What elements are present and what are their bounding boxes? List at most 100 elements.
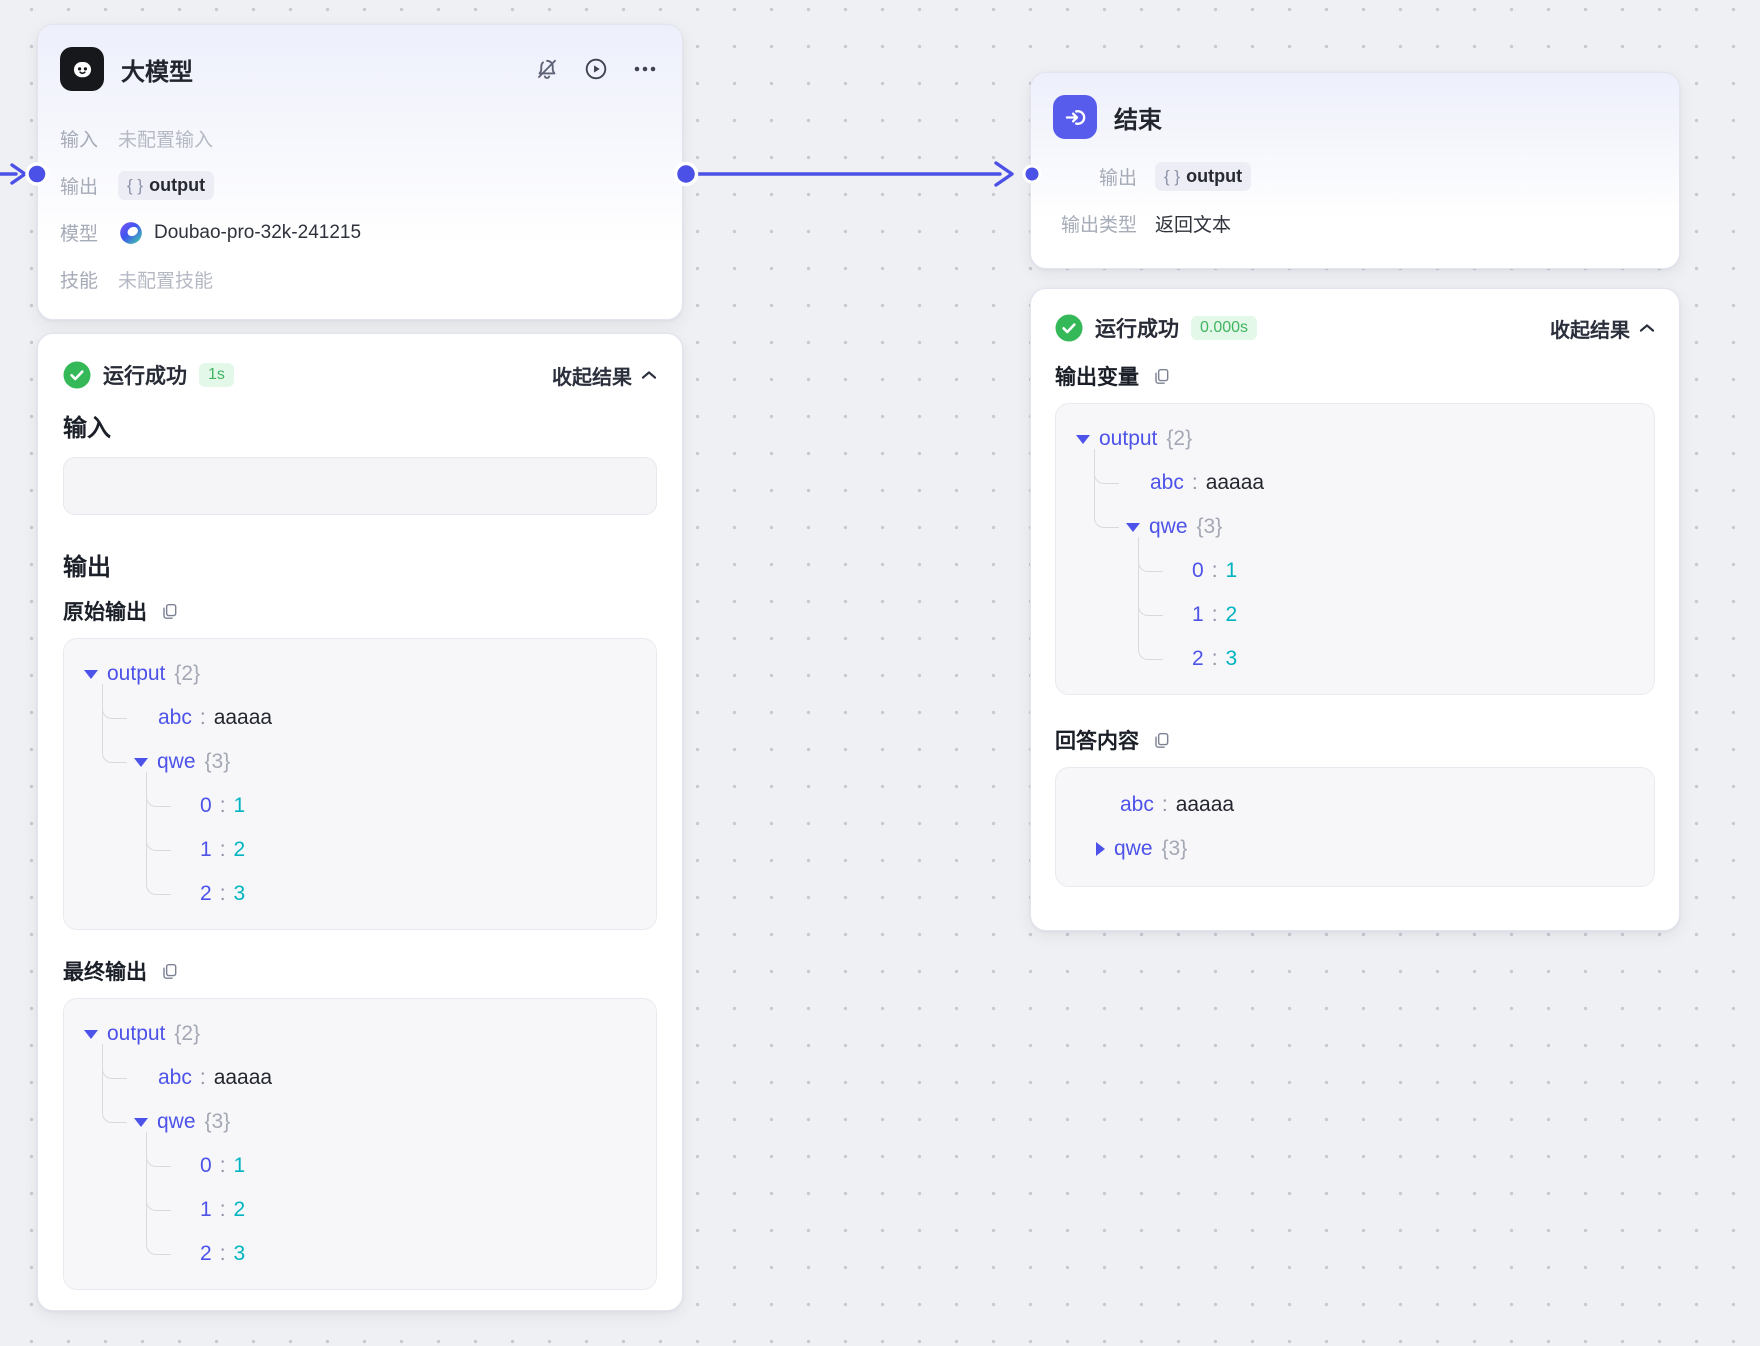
- tree-row: qwe{3}: [84, 728, 636, 784]
- more-actions-button[interactable]: [632, 56, 658, 82]
- tree-key: 2: [1192, 647, 1204, 670]
- tree-key: abc: [1150, 471, 1184, 494]
- output-variables-label: 输出变量: [1055, 366, 1139, 389]
- tree-separator: :: [219, 1198, 226, 1221]
- caret-down-icon[interactable]: [134, 757, 148, 767]
- success-icon: [63, 361, 91, 389]
- tree-value: 2: [1225, 603, 1238, 626]
- tree-key: 0: [200, 794, 212, 817]
- copy-answer-content-button[interactable]: [1152, 731, 1171, 750]
- end-result-header: 运行成功 0.000s 收起结果: [1055, 311, 1655, 345]
- node-row: 输出类型返回文本: [1031, 200, 1679, 247]
- tree-row: 1:2: [84, 1176, 636, 1234]
- copy-icon: [163, 963, 177, 979]
- doubao-model-icon: [118, 220, 144, 246]
- ellipsis-icon: [634, 66, 656, 72]
- caret-down-icon[interactable]: [1076, 434, 1090, 444]
- tree-value: aaaaa: [1205, 471, 1265, 494]
- llm-run-result-panel: 运行成功 1s 收起结果 输入 输出 原始输出 output{2}abc:aaa…: [37, 333, 683, 1311]
- tree-separator: :: [1161, 793, 1168, 816]
- chevron-up-icon: [1639, 324, 1655, 332]
- bell-off-button[interactable]: [534, 56, 560, 82]
- tree-value: 3: [233, 882, 246, 905]
- tree-key: output: [107, 1022, 166, 1045]
- edge-llm-to-end-arrowhead: [994, 161, 1014, 187]
- tree-key: 2: [200, 1242, 212, 1265]
- edge-incoming-arrowhead: [10, 163, 27, 185]
- run-input-field[interactable]: [63, 457, 657, 515]
- run-node-button[interactable]: [583, 56, 609, 82]
- caret-down-icon[interactable]: [84, 669, 98, 679]
- node-row-value: 未配置输入: [118, 130, 214, 151]
- collapse-label: 收起结果: [552, 366, 632, 389]
- tree-row: 0:1: [84, 1132, 636, 1190]
- tree-count-badge: {2}: [174, 662, 201, 685]
- status-text: 运行成功: [103, 365, 187, 388]
- node-row-label: 输入: [60, 130, 99, 151]
- node-row-value: 返回文本: [1155, 215, 1232, 236]
- tree-value: 2: [233, 838, 246, 861]
- tree-row: abc:aaaaa: [84, 684, 636, 742]
- input-heading: 输入: [63, 415, 111, 442]
- tree-separator: :: [219, 838, 226, 861]
- tree-row: 2:3: [1076, 625, 1634, 681]
- badge-text: output: [149, 175, 206, 195]
- tree-key: 1: [200, 838, 212, 861]
- tree-key: output: [1099, 427, 1158, 450]
- braces-icon: { }: [1164, 166, 1181, 186]
- end-node-title: 结束: [1114, 106, 1162, 134]
- tree-key: 0: [1192, 559, 1204, 582]
- tree-value: 3: [1225, 647, 1238, 670]
- node-row: 输入未配置输入: [38, 115, 682, 162]
- collapse-results-button[interactable]: 收起结果: [552, 361, 657, 390]
- tree-row: qwe{3}: [1076, 493, 1634, 549]
- end-node[interactable]: 结束 输出 { }output 输出类型返回文本: [1030, 72, 1680, 269]
- tree-row: abc:aaaaa: [84, 1044, 636, 1102]
- copy-final-output-button[interactable]: [160, 962, 179, 981]
- collapse-results-button[interactable]: 收起结果: [1550, 314, 1655, 343]
- caret-right-icon[interactable]: [1096, 842, 1105, 856]
- output-variable-badge[interactable]: { } output: [118, 171, 215, 200]
- output-variable-badge[interactable]: { }output: [1155, 162, 1252, 191]
- tree-separator: :: [199, 1066, 206, 1089]
- tree-key: abc: [158, 706, 192, 729]
- copy-icon: [1155, 368, 1169, 384]
- copy-raw-output-button[interactable]: [160, 602, 179, 621]
- raw-output-label: 原始输出: [63, 601, 147, 624]
- duration-badge: 1s: [199, 363, 234, 387]
- caret-down-icon[interactable]: [134, 1117, 148, 1127]
- caret-down-icon[interactable]: [1126, 522, 1140, 532]
- tree-key: qwe: [157, 750, 196, 773]
- ghost-bot-icon: [73, 61, 91, 77]
- tree-separator: :: [1211, 559, 1218, 582]
- tree-value: 1: [233, 794, 246, 817]
- node-row-label: 输出: [1098, 168, 1137, 189]
- tree-value: aaaaa: [1175, 793, 1235, 816]
- tree-row: output {2}: [84, 1012, 636, 1056]
- end-run-result-panel: 运行成功 0.000s 收起结果 输出变量 output {2} abc: aaaaa…: [1030, 288, 1680, 931]
- chevron-up-icon: [641, 371, 657, 379]
- output-variables-subhead: 输出变量: [1055, 361, 1655, 391]
- tree-count-badge: {2}: [174, 1022, 201, 1045]
- copy-output-variables-button[interactable]: [1152, 367, 1171, 386]
- raw-output-subhead: 原始输出: [63, 596, 657, 626]
- tree-row: 1:2: [1076, 581, 1634, 639]
- final-output-label: 最终输出: [63, 961, 147, 984]
- braces-icon: { }: [127, 175, 144, 195]
- node-row-label: 模型: [60, 224, 99, 245]
- end-node-header: 结束: [1031, 73, 1679, 139]
- llm-node-icon: [60, 47, 104, 91]
- node-row-label: 技能: [60, 271, 99, 292]
- caret-down-icon[interactable]: [84, 1029, 98, 1039]
- tree-value: 3: [233, 1242, 246, 1265]
- tree-separator: :: [1211, 647, 1218, 670]
- tree-value: aaaaa: [213, 706, 273, 729]
- bell-off-icon: [538, 59, 556, 79]
- tree-count-badge: {2}: [1166, 427, 1193, 450]
- llm-node[interactable]: 大模型: [37, 24, 683, 320]
- play-circle-icon: [585, 58, 607, 80]
